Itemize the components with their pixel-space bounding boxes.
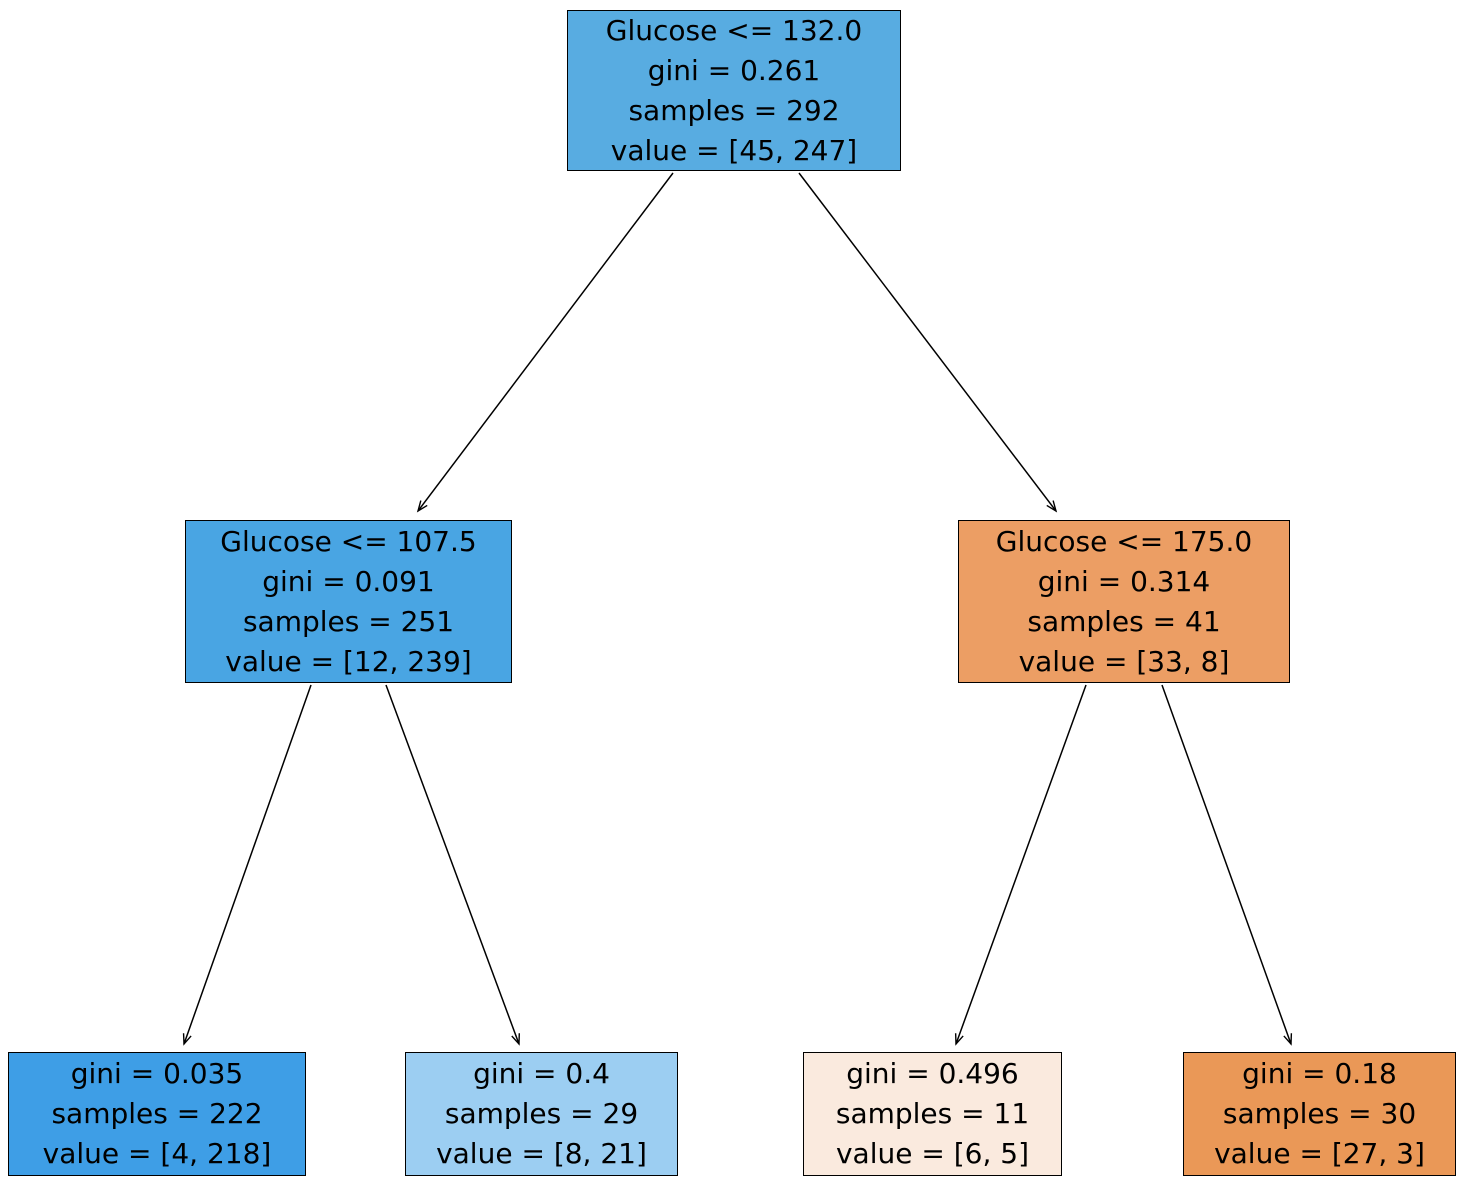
- tree-node-right-internal: Glucose <= 175.0 gini = 0.314 samples = …: [958, 520, 1290, 683]
- node-gini: gini = 0.261: [647, 53, 821, 87]
- node-split-condition: Glucose <= 107.5: [220, 524, 477, 558]
- node-samples: samples = 41: [1027, 604, 1221, 638]
- tree-node-leaf-3: gini = 0.496 samples = 11 value = [6, 5]: [803, 1052, 1062, 1176]
- node-samples: samples = 222: [51, 1097, 263, 1130]
- edge-left-internal-to-leaf-1: [182, 684, 312, 1046]
- node-value: value = [4, 218]: [42, 1137, 272, 1170]
- node-samples: samples = 11: [835, 1097, 1030, 1130]
- node-gini: gini = 0.496: [846, 1057, 1019, 1090]
- node-split-condition: Glucose <= 132.0: [605, 13, 863, 47]
- node-value: value = [12, 239]: [225, 644, 472, 678]
- tree-node-leaf-2: gini = 0.4 samples = 29 value = [8, 21]: [405, 1052, 678, 1176]
- node-gini: gini = 0.18: [1242, 1057, 1397, 1090]
- node-samples: samples = 251: [242, 604, 455, 638]
- edge-root-to-right-internal: [798, 172, 1058, 513]
- node-gini: gini = 0.314: [1037, 564, 1211, 598]
- node-samples: samples = 30: [1222, 1097, 1417, 1130]
- node-samples: samples = 292: [628, 93, 840, 127]
- edge-root-to-left-internal: [416, 172, 674, 513]
- node-samples: samples = 29: [444, 1097, 639, 1130]
- node-gini: gini = 0.035: [70, 1057, 244, 1090]
- edge-left-internal-to-leaf-2: [385, 684, 520, 1046]
- tree-node-leaf-4: gini = 0.18 samples = 30 value = [27, 3]: [1183, 1052, 1456, 1176]
- node-gini: gini = 0.091: [262, 564, 435, 598]
- tree-node-left-internal: Glucose <= 107.5 gini = 0.091 samples = …: [185, 520, 512, 683]
- node-value: value = [8, 21]: [436, 1137, 647, 1170]
- node-split-condition: Glucose <= 175.0: [995, 524, 1253, 558]
- tree-node-root: Glucose <= 132.0 gini = 0.261 samples = …: [567, 10, 901, 171]
- edge-right-internal-to-leaf-4: [1161, 684, 1293, 1046]
- node-value: value = [6, 5]: [835, 1137, 1030, 1170]
- edge-right-internal-to-leaf-3: [954, 684, 1087, 1046]
- node-value: value = [27, 3]: [1214, 1137, 1425, 1170]
- node-gini: gini = 0.4: [473, 1057, 610, 1090]
- tree-node-leaf-1: gini = 0.035 samples = 222 value = [4, 2…: [8, 1052, 306, 1176]
- node-value: value = [45, 247]: [610, 133, 858, 167]
- node-value: value = [33, 8]: [1018, 644, 1230, 678]
